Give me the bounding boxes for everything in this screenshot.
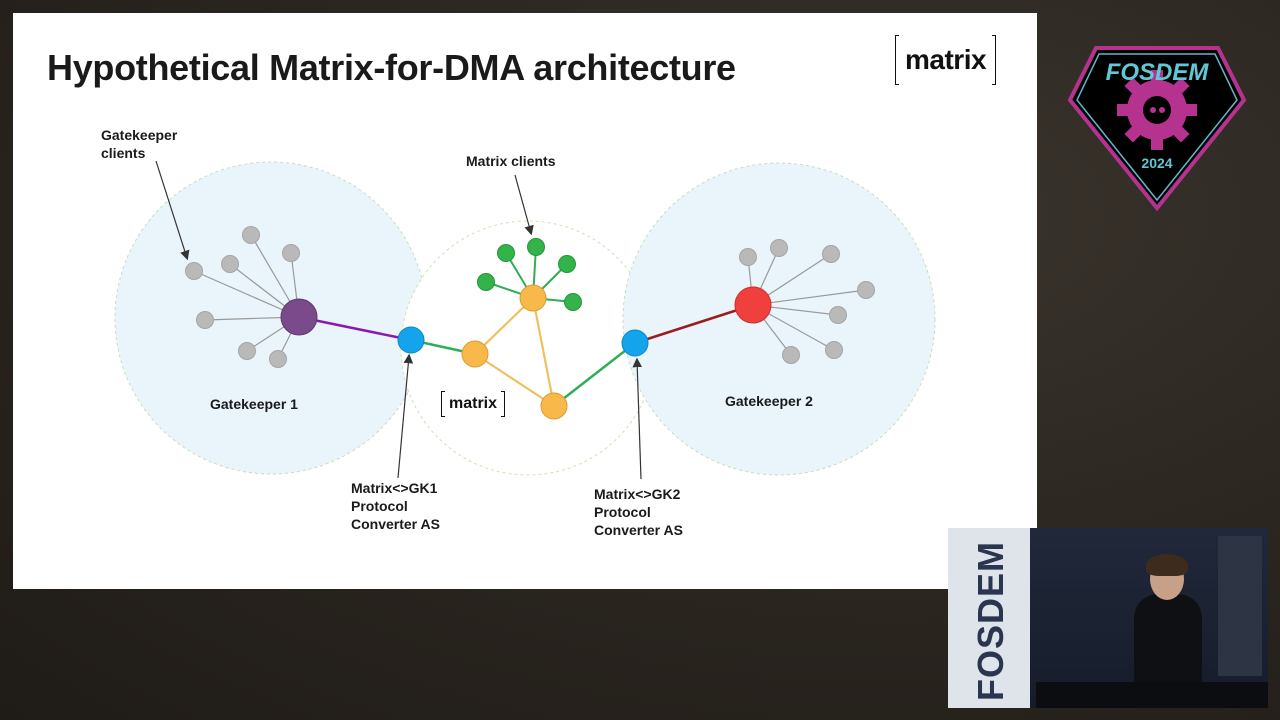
speaker-body	[1134, 594, 1202, 690]
matrix-server-node	[461, 340, 489, 368]
gk2-client-node	[770, 239, 788, 257]
gk1-client-node	[269, 350, 287, 368]
logo-bracket-left	[441, 391, 445, 417]
fosdem-badge-year: 2024	[1141, 155, 1172, 171]
matrix-center-logo-text: matrix	[449, 395, 498, 412]
gk2-client-node	[829, 306, 847, 324]
matrix-server-node	[519, 284, 547, 312]
gk2-client-node	[782, 346, 800, 364]
link-server-bridge2	[553, 342, 636, 407]
matrix-center-logo: matrix	[441, 391, 506, 417]
label-converter2-line1: Matrix<>GK2	[594, 486, 681, 502]
speaker-video: FOSDEM	[948, 528, 1268, 708]
label-converter1-line3: Converter AS	[351, 516, 440, 532]
label-converter2-line2: Protocol	[594, 504, 651, 520]
matrix-client-node	[527, 238, 545, 256]
label-gatekeeper-clients-2: clients	[101, 145, 146, 161]
arrow-converter1	[397, 353, 414, 479]
matrix-logo-text: matrix	[905, 44, 987, 75]
gk1-client-node	[221, 255, 239, 273]
gk1-client-node	[282, 244, 300, 262]
fosdem-banner-text: FOSDEM	[970, 541, 1011, 702]
gk2-client-node	[822, 245, 840, 263]
arrow-gk-clients	[155, 160, 190, 261]
label-gatekeeper-clients-1: Gatekeeper	[101, 127, 178, 143]
matrix-server-node	[540, 392, 568, 420]
speaker-hair	[1146, 554, 1188, 576]
label-gatekeeper1: Gatekeeper 1	[210, 396, 298, 412]
stage-screen	[1218, 536, 1262, 676]
bridge-gk1-node	[397, 326, 425, 354]
bridge-gk2-node	[621, 329, 649, 357]
gear-icon	[1117, 70, 1197, 150]
matrix-logo: matrix	[895, 35, 997, 85]
gk1-client-node	[242, 226, 260, 244]
gatekeeper2-hub	[734, 286, 772, 324]
arrow-converter2	[632, 357, 643, 480]
gk1-client-node	[185, 262, 203, 280]
logo-bracket-left	[895, 35, 899, 85]
fosdem-banner: FOSDEM	[948, 528, 1030, 708]
lectern	[1036, 682, 1268, 708]
label-gatekeeper2: Gatekeeper 2	[725, 393, 813, 409]
presentation-slide: Hypothetical Matrix-for-DMA architecture…	[13, 13, 1037, 589]
matrix-client-node	[497, 244, 515, 262]
logo-bracket-right	[501, 391, 506, 417]
fosdem-badge-text: FOSDEM	[1106, 59, 1210, 86]
badge-inner-outline	[1076, 53, 1238, 202]
label-converter2-line3: Converter AS	[594, 522, 683, 538]
gk2-client-node	[739, 248, 757, 266]
label-matrix-clients: Matrix clients	[466, 153, 556, 169]
matrix-client-node	[477, 273, 495, 291]
slide-title: Hypothetical Matrix-for-DMA architecture	[47, 47, 736, 88]
gk1-client-node	[196, 311, 214, 329]
matrix-client-node	[564, 293, 582, 311]
matrix-client-node	[558, 255, 576, 273]
matrix-region	[400, 220, 656, 476]
architecture-diagram: Gatekeeper clients Matrix clients Gateke…	[101, 127, 936, 538]
gk1-client-node	[238, 342, 256, 360]
gk2-client-node	[857, 281, 875, 299]
label-converter1-line2: Protocol	[351, 498, 408, 514]
link-bridge2-gk2	[634, 303, 754, 345]
link-gk1-bridge	[298, 315, 412, 342]
logo-bracket-right	[992, 35, 997, 85]
label-converter1-line1: Matrix<>GK1	[351, 480, 438, 496]
gk2-client-node	[825, 341, 843, 359]
fosdem-badge: FOSDEM 2024	[1067, 46, 1247, 212]
gatekeeper1-hub	[280, 298, 318, 336]
arrow-matrix-clients	[514, 174, 534, 236]
